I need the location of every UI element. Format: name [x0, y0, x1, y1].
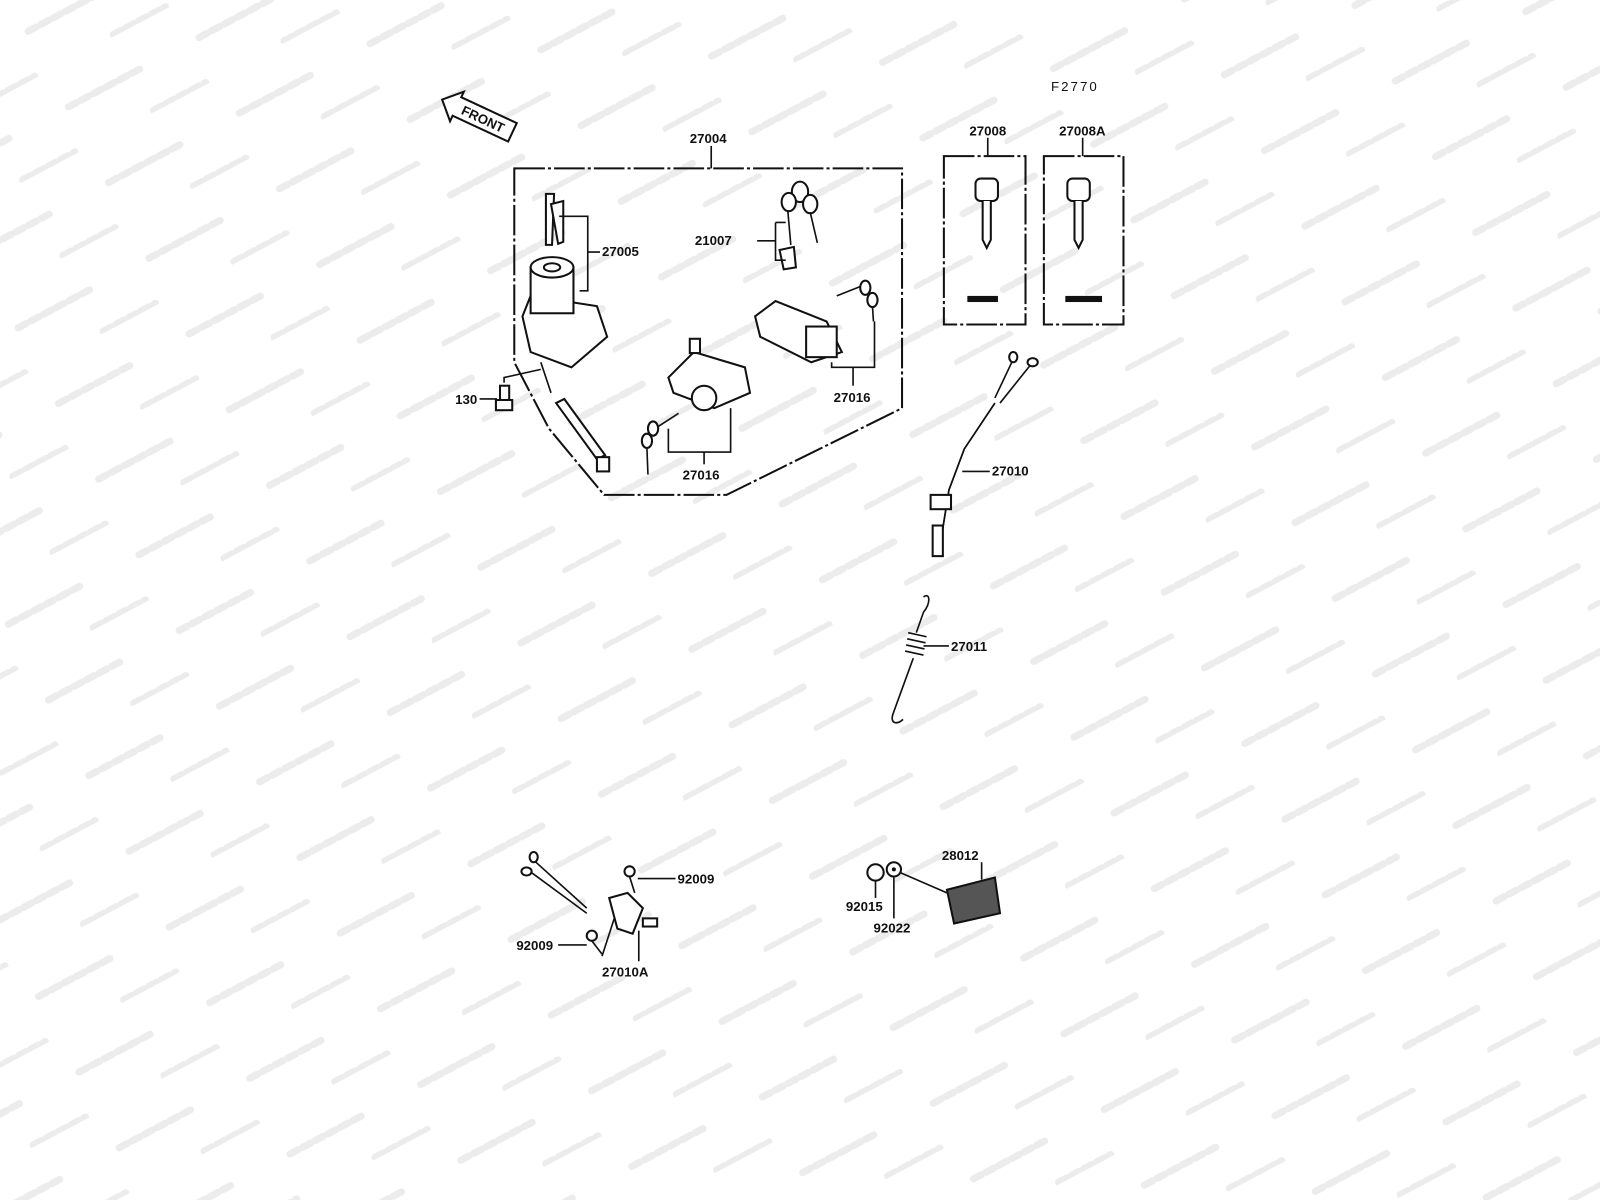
label-92022: 92022 [873, 921, 910, 936]
reflector-part [866, 861, 1002, 925]
key-set-part [778, 180, 819, 271]
switch-cable-part [929, 351, 1039, 558]
label-27005: 27005 [602, 244, 639, 259]
label-21007: 21007 [695, 233, 732, 248]
key-blank-card-a [1042, 155, 1125, 326]
switch-a-part [520, 851, 659, 955]
bolt-part [494, 384, 514, 412]
label-27004: 27004 [690, 131, 727, 146]
spring-part [891, 594, 930, 724]
key-icon [1065, 177, 1103, 303]
lock-part [640, 337, 752, 475]
label-92009-upper: 92009 [678, 872, 715, 887]
label-92009-lower: 92009 [516, 938, 553, 953]
label-28012: 28012 [942, 848, 979, 863]
label-27011: 27011 [951, 639, 987, 654]
lock-part [753, 279, 879, 364]
label-27010: 27010 [992, 464, 1029, 479]
key-icon [967, 177, 999, 303]
label-130: 130 [455, 392, 477, 407]
label-27008: 27008 [969, 124, 1006, 139]
label-27010a: 27010A [602, 965, 649, 980]
ignition-switch-part [521, 192, 611, 473]
key-blank-card [942, 155, 1027, 326]
label-27016-left: 27016 [683, 468, 720, 483]
label-27008a: 27008A [1059, 124, 1106, 139]
label-27016-right: 27016 [834, 390, 871, 405]
diagram-code: F2770 [1051, 79, 1099, 94]
label-92015: 92015 [846, 899, 883, 914]
